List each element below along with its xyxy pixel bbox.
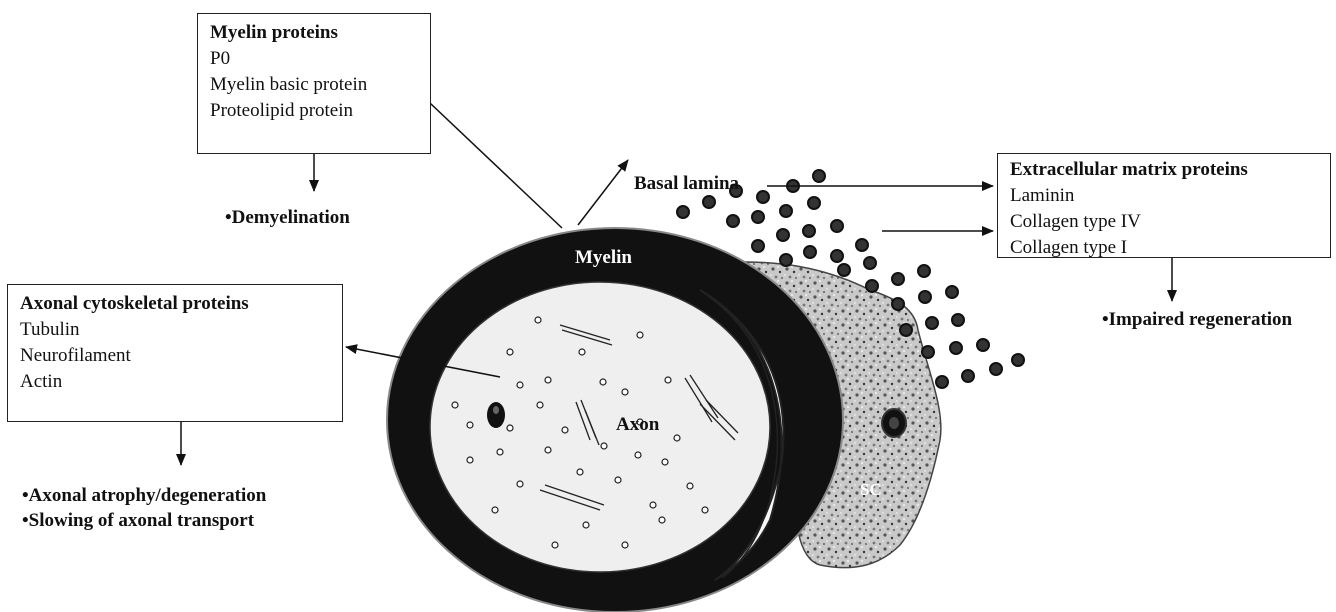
myelin-proteins-title: Myelin proteins (210, 20, 420, 46)
myelin-protein-item: Myelin basic protein (210, 72, 420, 98)
ecm-proteins-title: Extracellular matrix proteins (1010, 157, 1320, 183)
ecm-proteins-box: Extracellular matrix proteins Laminin Co… (997, 153, 1331, 258)
axonal-protein-item: Neurofilament (20, 343, 332, 369)
impaired-regeneration-outcome: •Impaired regeneration (1102, 307, 1292, 333)
schwann-cell-label: SC (860, 480, 882, 500)
axonal-transport-outcome: •Slowing of axonal transport (22, 508, 254, 534)
myelin-label: Myelin (575, 247, 632, 269)
ecm-protein-item: Laminin (1010, 183, 1320, 209)
ecm-protein-item: Collagen type I (1010, 235, 1320, 261)
axonal-atrophy-outcome: •Axonal atrophy/degeneration (22, 483, 266, 509)
basal-lamina-label: Basal lamina (634, 173, 739, 195)
axon (430, 282, 770, 572)
myelin-protein-item: Proteolipid protein (210, 98, 420, 124)
axonal-cytoskeletal-box: Axonal cytoskeletal proteins Tubulin Neu… (7, 284, 343, 422)
axonal-protein-item: Actin (20, 369, 332, 395)
ecm-protein-item: Collagen type IV (1010, 209, 1320, 235)
axon-label: Axon (616, 414, 659, 436)
axonal-cytoskeletal-title: Axonal cytoskeletal proteins (20, 291, 332, 317)
axonal-protein-item: Tubulin (20, 317, 332, 343)
myelin-protein-item: P0 (210, 46, 420, 72)
demyelination-outcome: •Demyelination (225, 205, 350, 231)
myelin-proteins-box: Myelin proteins P0 Myelin basic protein … (197, 13, 431, 154)
mitochondrion (487, 402, 505, 428)
